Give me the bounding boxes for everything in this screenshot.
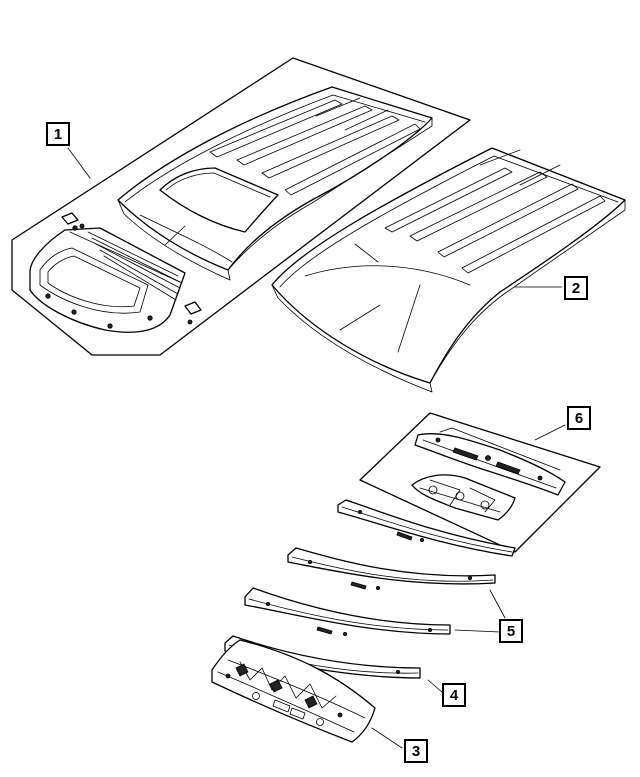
sunroof-frame [29,225,186,333]
callout-1: 1 [46,122,70,146]
group-1-boundary [11,57,471,356]
leader-line-4 [427,679,443,693]
roof-bow-upper [337,499,516,557]
part-group-3-windshield-header [211,639,403,749]
callout-2: 2 [564,276,588,300]
part-group-1-sunroof-roof [11,57,471,356]
roof-panel-with-sunroof [117,86,433,281]
leader-line-5a [489,589,506,619]
leader-line-5b [454,629,501,633]
roof-bow-middle [287,547,496,591]
callout-4: 4 [442,683,466,707]
roof-bow-lower [244,587,451,637]
callout-3: 3 [404,739,428,763]
callout-5: 5 [499,619,523,643]
bracket-upper [61,212,85,229]
group-6-boundary [359,412,601,553]
leader-line-6 [534,424,566,441]
bracket-lower [184,301,202,325]
part-group-6-header-kit [359,412,601,553]
callout-6: 6 [567,406,591,430]
leader-line-3 [371,727,403,749]
part-group-5-roof-bows [244,499,516,637]
part-group-2-roof-panel [271,147,626,393]
leader-line-1 [67,147,91,179]
